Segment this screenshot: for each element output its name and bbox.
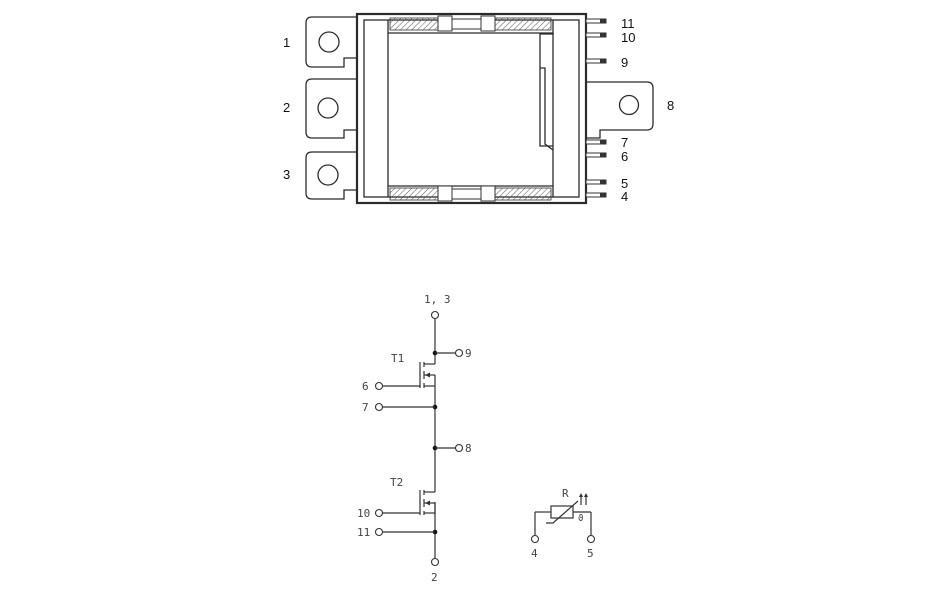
terminal-2 <box>430 557 440 567</box>
pin-label-9: 9 <box>621 55 628 70</box>
terminal-label-5: 5 <box>587 547 594 560</box>
mount-hole-icon <box>317 97 339 119</box>
terminal-label-8: 8 <box>465 442 472 455</box>
terminal-4 <box>530 534 540 544</box>
mount-hole-icon <box>618 94 640 116</box>
thermistor-icon <box>534 493 592 535</box>
pin-label-7: 7 <box>621 135 628 150</box>
pin-label-10: 10 <box>621 30 635 45</box>
terminal-9 <box>454 348 464 358</box>
terminal-label-6: 6 <box>362 380 369 393</box>
left-tab-3 <box>305 151 357 200</box>
terminal-7 <box>374 402 384 412</box>
terminal-5 <box>586 534 596 544</box>
package-body <box>355 12 588 205</box>
t2-label: T2 <box>390 476 403 489</box>
terminal-label-4: 4 <box>531 547 538 560</box>
terminal-8 <box>454 443 464 453</box>
terminal-label-7: 7 <box>362 401 369 414</box>
thermistor-label: R <box>562 487 569 500</box>
pin-label-4: 4 <box>621 189 628 204</box>
terminal-11 <box>374 527 384 537</box>
pin-label-6: 6 <box>621 149 628 164</box>
pin-label-5: 5 <box>621 176 628 191</box>
pin-label-2: 2 <box>283 100 290 115</box>
terminal-label-11: 11 <box>357 526 370 539</box>
pin-label-3: 3 <box>283 167 290 182</box>
right-tab-8 <box>586 81 654 139</box>
terminal-label-1-3: 1, 3 <box>424 293 451 306</box>
package-outline: 1 2 3 11 10 9 8 7 6 5 4 <box>283 12 674 205</box>
schematic: 1, 3 T1 9 6 7 <box>357 293 596 584</box>
left-tab-1 <box>305 16 357 68</box>
left-tab-2 <box>305 78 357 139</box>
top-hatch-bar <box>389 15 552 32</box>
bottom-hatch-bar <box>389 185 552 202</box>
t2-mosfet-icon <box>383 476 436 515</box>
terminal-6 <box>374 381 384 391</box>
terminal-label-9: 9 <box>465 347 472 360</box>
signal-pins <box>585 18 607 198</box>
terminal-10 <box>374 508 384 518</box>
terminal-1-3 <box>430 310 440 320</box>
thermistor-temp-symbol: ϑ <box>578 514 583 524</box>
t1-label: T1 <box>391 352 404 365</box>
pin-label-1: 1 <box>283 35 290 50</box>
pin-label-11: 11 <box>621 16 635 31</box>
t1-mosfet-icon <box>383 362 436 388</box>
mount-hole-icon <box>318 31 340 53</box>
mount-hole-icon <box>317 164 339 186</box>
terminal-label-2: 2 <box>431 571 438 584</box>
pin-label-8: 8 <box>667 98 674 113</box>
terminal-label-10: 10 <box>357 507 370 520</box>
